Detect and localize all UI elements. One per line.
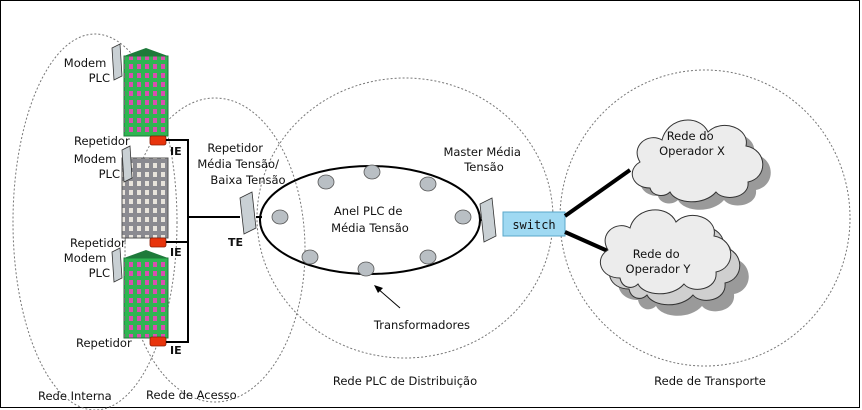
repeater-mt-device-icon [239, 191, 257, 235]
repeater-icon [149, 336, 167, 347]
repeater-icon [149, 237, 167, 248]
switch-label: switch [512, 218, 555, 232]
repetidor-mt-label: Repetidor Média Tensão/ Baixa Tensão [197, 141, 285, 187]
repetidor-label-3: Repetidor [76, 336, 132, 350]
modem-label-3: Modem PLC [64, 251, 110, 280]
operador-y-label: Rede do Operador Y [626, 247, 692, 276]
link-operador-y [564, 230, 611, 254]
repetidor-label-2: Repetidor [70, 236, 126, 250]
ie-label-1: IE [170, 145, 182, 158]
master-label: Master Média Tensão [443, 145, 524, 174]
zone-interna-label: Rede Interna [38, 389, 112, 403]
access-wiring [166, 139, 240, 343]
cloud-operador-x [631, 119, 771, 210]
operador-x-label: Rede do Operador X [659, 129, 725, 158]
modem-label-2: Modem PLC [74, 152, 120, 181]
cloud-operador-y [599, 209, 749, 316]
modem-device-icon [111, 43, 133, 283]
building-3 [123, 250, 169, 339]
repetidor-label-1: Repetidor [74, 134, 130, 148]
anel-label: Anel PLC de Média Tensão [331, 204, 409, 235]
zone-acesso-label: Rede de Acesso [146, 388, 237, 402]
zone-distribuicao-label: Rede PLC de Distribuição [333, 374, 477, 388]
building-1 [123, 48, 169, 137]
zone-acesso-ellipse [124, 97, 306, 403]
transformadores-arrow [376, 287, 401, 309]
zone-transporte-label: Rede de Transporte [654, 374, 766, 388]
arrow-head-icon [374, 285, 383, 293]
ie-label-2: IE [170, 246, 182, 259]
transformer-icon [271, 164, 472, 277]
ie-label-3: IE [170, 344, 182, 357]
zone-interna-ellipse [12, 33, 178, 410]
master-device-icon [479, 197, 497, 243]
link-operador-x [563, 168, 632, 218]
plc-ring [259, 165, 481, 275]
repeater-icon [149, 135, 167, 146]
te-label: TE [228, 236, 243, 249]
modem-label-1: Modem PLC [64, 56, 110, 85]
transformadores-label: Transformadores [373, 318, 470, 332]
switch-box [502, 211, 566, 237]
